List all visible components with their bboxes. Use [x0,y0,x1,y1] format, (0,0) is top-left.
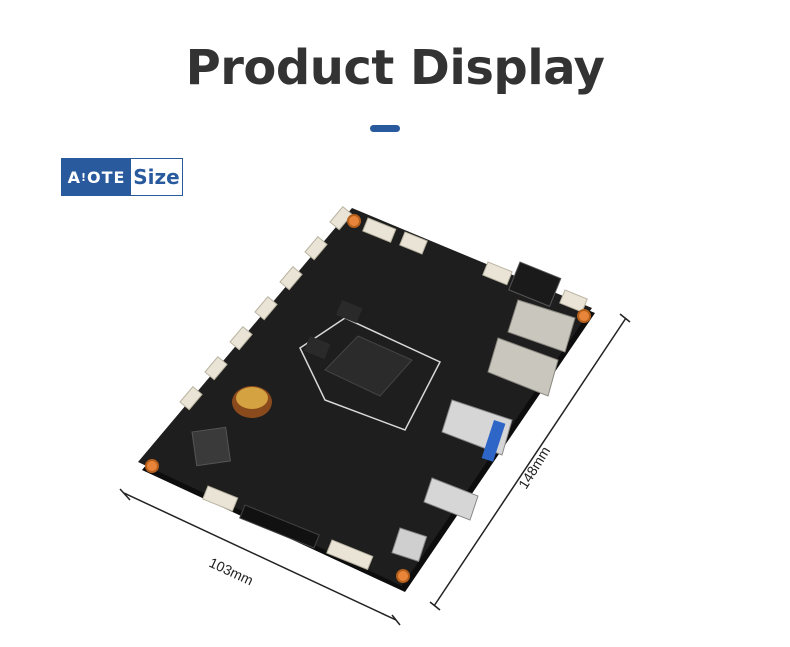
soc-chip [324,335,413,397]
top-connectors [362,217,588,313]
page-title: Product Display [185,40,605,96]
sata-connector [508,261,562,307]
mounting-holes [145,214,591,583]
audio-jack [391,527,428,563]
memory-chip [336,300,363,324]
pcb-board [138,208,592,586]
width-label: 103mm [207,554,256,588]
badge-label: Size [133,165,180,189]
width-dimension [119,488,401,626]
pin-header [239,504,320,549]
size-badge: A!OTE Size [61,158,183,196]
wifi-module [191,426,231,467]
side-connectors [179,205,353,411]
title-underline [370,125,400,132]
soc-outline [299,317,442,431]
length-dimension [429,313,631,611]
brand-logo: A!OTE [62,159,131,195]
length-label: 148mm [515,444,553,492]
bottom-connectors [202,485,374,571]
usb3-port [481,420,506,462]
ethernet-ports [487,299,576,397]
memory-chip [304,336,331,360]
